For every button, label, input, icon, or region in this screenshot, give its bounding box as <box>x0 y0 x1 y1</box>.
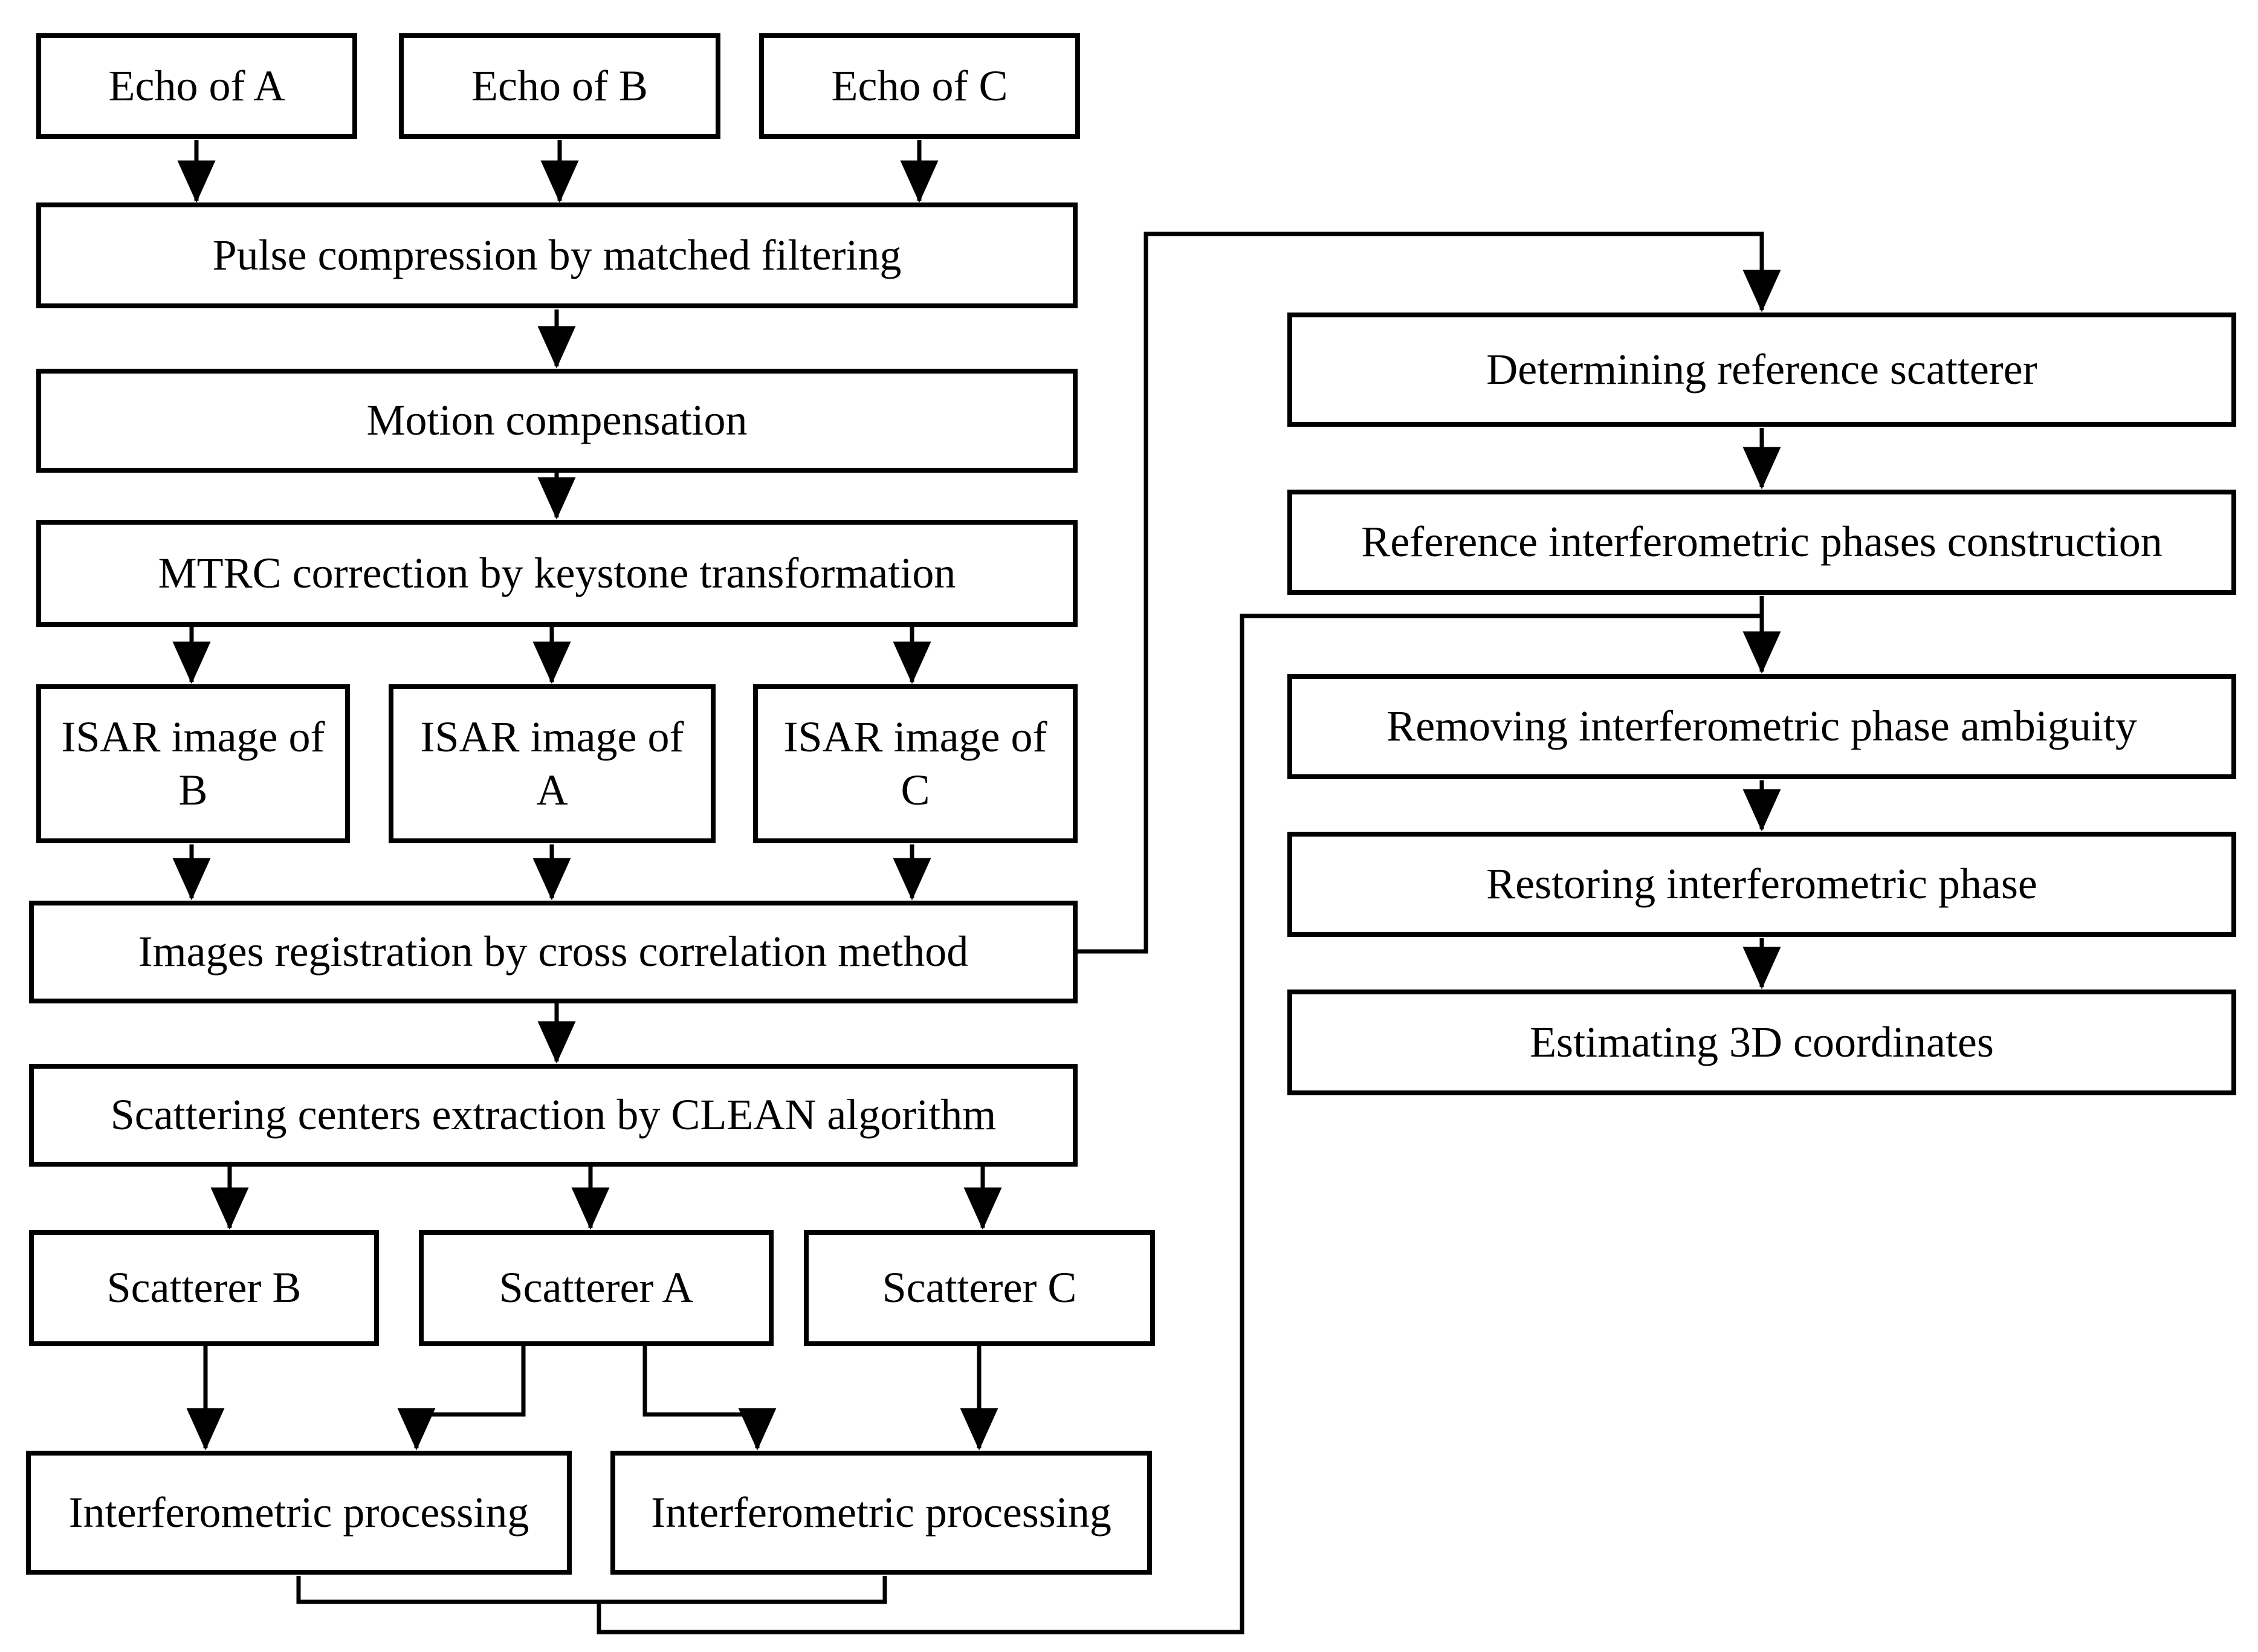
node-isar-image-c-line2: C <box>901 765 930 814</box>
node-scatterer-c-label: Scatterer C <box>882 1263 1077 1312</box>
node-estimating-3d: Estimating 3D coordinates <box>1287 990 2236 1095</box>
node-pulse-compression-label: Pulse compression by matched filtering <box>212 230 902 279</box>
node-isar-image-a: ISAR image of A <box>389 684 716 843</box>
node-isar-image-a-line1: ISAR image of <box>420 712 684 761</box>
node-mtrc-correction: MTRC correction by keystone transformati… <box>36 520 1078 627</box>
node-scatterer-a: Scatterer A <box>419 1230 774 1346</box>
edge-registration-to-determining <box>1078 232 1781 954</box>
node-echo-c: Echo of C <box>759 33 1080 139</box>
node-isar-image-c: ISAR image of C <box>753 684 1078 843</box>
node-isar-image-a-line2: A <box>536 765 568 814</box>
node-images-registration: Images registration by cross correlation… <box>29 901 1078 1003</box>
node-echo-b: Echo of B <box>399 33 720 139</box>
node-interferometric-left-label: Interferometric processing <box>68 1488 529 1537</box>
node-pulse-compression: Pulse compression by matched filtering <box>36 202 1078 308</box>
node-scatterer-c: Scatterer C <box>804 1230 1155 1346</box>
node-scattering-extraction-label: Scattering centers extraction by CLEAN a… <box>110 1090 997 1139</box>
node-isar-image-b-line1: ISAR image of <box>61 712 325 761</box>
node-interferometric-right-label: Interferometric processing <box>651 1488 1111 1537</box>
node-images-registration-label: Images registration by cross correlation… <box>138 927 969 976</box>
node-restoring-phase-label: Restoring interferometric phase <box>1486 860 2037 909</box>
node-removing-ambiguity: Removing interferometric phase ambiguity <box>1287 674 2236 779</box>
node-reference-construction: Reference interferometric phases constru… <box>1287 490 2236 595</box>
edge-scatterer-a-to-interf-left <box>397 1346 526 1451</box>
node-restoring-phase: Restoring interferometric phase <box>1287 832 2236 937</box>
node-estimating-3d-label: Estimating 3D coordinates <box>1530 1017 1994 1066</box>
edge-interf-to-removing-feedback <box>597 614 1760 1634</box>
node-motion-compensation-label: Motion compensation <box>366 396 748 445</box>
node-isar-image-c-line1: ISAR image of <box>783 712 1047 761</box>
node-isar-image-b-line2: B <box>178 765 208 814</box>
node-echo-c-label: Echo of C <box>831 61 1008 110</box>
node-motion-compensation: Motion compensation <box>36 369 1078 473</box>
node-reference-construction-label: Reference interferometric phases constru… <box>1361 517 2163 566</box>
node-removing-ambiguity-label: Removing interferometric phase ambiguity <box>1386 702 2137 751</box>
node-isar-image-b: ISAR image of B <box>36 684 350 843</box>
node-scattering-extraction: Scattering centers extraction by CLEAN a… <box>29 1064 1078 1167</box>
node-mtrc-correction-label: MTRC correction by keystone transformati… <box>158 548 956 597</box>
node-scatterer-a-label: Scatterer A <box>499 1263 694 1312</box>
node-interferometric-left: Interferometric processing <box>26 1451 572 1575</box>
edge-interf-merge-bus <box>296 1576 887 1604</box>
node-determining-reference: Determining reference scatterer <box>1287 313 2236 427</box>
node-determining-reference-label: Determining reference scatterer <box>1486 345 2037 394</box>
node-echo-a: Echo of A <box>36 33 357 139</box>
node-echo-b-label: Echo of B <box>471 61 648 110</box>
node-echo-a-label: Echo of A <box>108 61 285 110</box>
node-interferometric-right: Interferometric processing <box>610 1451 1152 1575</box>
node-scatterer-b: Scatterer B <box>29 1230 379 1346</box>
edge-scatterer-a-to-interf-right <box>642 1346 777 1451</box>
node-scatterer-b-label: Scatterer B <box>106 1263 302 1312</box>
